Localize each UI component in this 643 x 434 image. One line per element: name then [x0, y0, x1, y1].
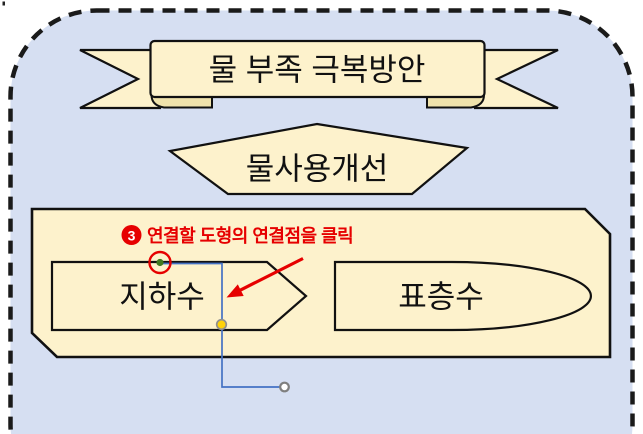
connection-point-dot[interactable] — [156, 258, 164, 267]
annotation-arrow-line — [239, 257, 304, 292]
connector-adjustment-handle[interactable] — [215, 318, 228, 331]
annotation-label: 연결할 도형의 연결점을 클릭 — [147, 225, 353, 246]
banner-band — [149, 39, 486, 99]
connector-endpoint-handle[interactable] — [279, 381, 290, 393]
banner-shape[interactable]: 물 부족 극복방안 — [79, 39, 559, 110]
groundwater-outline — [50, 260, 308, 332]
pentagon-shape[interactable]: 물사용개선 — [167, 122, 470, 196]
pentagon-outline — [167, 122, 470, 196]
groundwater-shape[interactable]: 지하수 — [50, 260, 308, 332]
groundwater-label: 지하수 — [119, 280, 205, 315]
corner-artifact — [2, 1, 5, 6]
surfacewater-outline — [333, 260, 593, 332]
annotation-step-number: 3 — [128, 228, 136, 244]
annotation-step-badge — [121, 225, 142, 245]
banner-label: 물 부족 극복방안 — [209, 53, 426, 88]
surfacewater-shape[interactable]: 표층수 — [333, 260, 593, 332]
annotation-highlight-circle — [148, 250, 172, 275]
annotation-arrowhead — [226, 284, 244, 298]
surfacewater-label: 표층수 — [398, 280, 484, 315]
pentagon-label: 물사용개선 — [246, 152, 389, 187]
annotation-step3: 3 연결할 도형의 연결점을 클릭 — [121, 225, 354, 298]
